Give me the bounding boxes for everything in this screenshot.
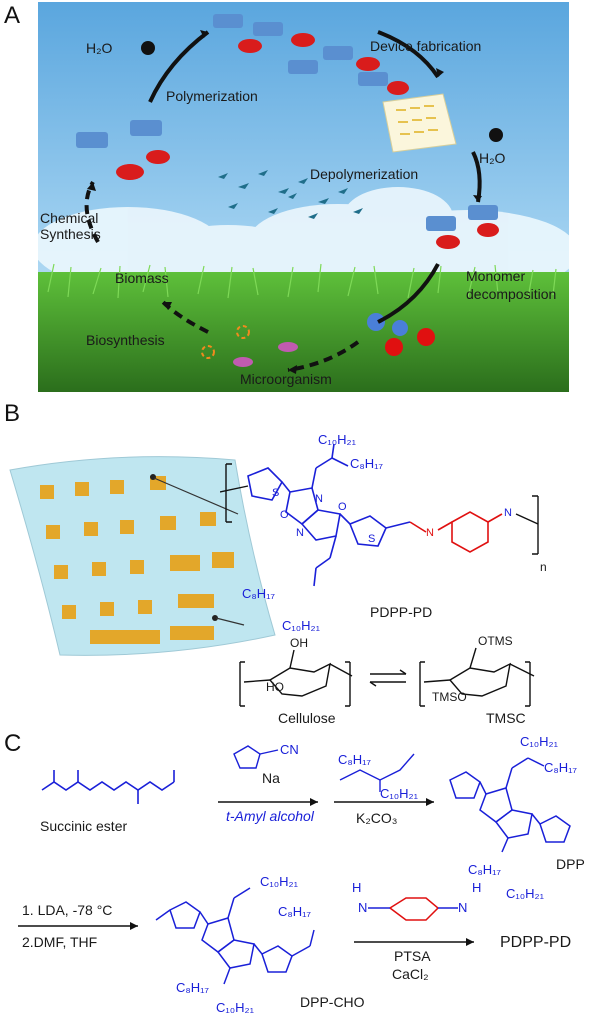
monomers-left — [76, 120, 170, 180]
cellulose-name: Cellulose — [278, 710, 336, 726]
svg-text:S: S — [272, 487, 279, 499]
amine-n-right: N — [458, 900, 468, 915]
dpp-c8h17-bot: C₈H₁₇ — [468, 862, 502, 877]
label-biosynthesis: Biosynthesis — [86, 332, 165, 348]
cellulose-ho: HO — [266, 680, 284, 694]
svg-text:N: N — [315, 493, 323, 505]
label-biomass: Biomass — [115, 270, 169, 286]
reagent-lda: 1. LDA, -78 °C — [22, 902, 113, 918]
tmsc-name: TMSC — [486, 710, 526, 726]
label-h2o-right: H₂O — [479, 150, 506, 166]
reagent-amyl-alcohol: t-Amyl alcohol — [226, 808, 314, 824]
pdpp-repeat-n: n — [540, 560, 547, 574]
panel-a-scene — [33, 2, 578, 392]
reagent-dmf-thf: 2.DMF, THF — [22, 934, 98, 950]
label-synthesis: Synthesis — [40, 226, 101, 242]
tmsc-otms: OTMS — [478, 634, 513, 648]
pointer-lines — [153, 477, 245, 626]
microorganisms — [201, 325, 298, 367]
dpp-label: DPP — [556, 856, 585, 872]
label-chemical: Chemical — [40, 210, 99, 226]
water-icon-left — [141, 41, 155, 55]
water-icon-right — [489, 128, 503, 142]
arrow-heads — [87, 30, 482, 374]
svg-text:N: N — [296, 527, 304, 539]
step2-arrow — [334, 753, 434, 806]
grass — [38, 272, 569, 392]
svg-text:N: N — [426, 527, 434, 539]
cellulose-oh: OH — [290, 636, 308, 650]
pdpp-pd-skeleton: S S N N O O N N — [219, 443, 539, 587]
product-pdpp-pd: PDPP-PD — [500, 934, 572, 951]
label-depolymerization: Depolymerization — [310, 166, 419, 182]
panel-label-b: B — [4, 400, 21, 427]
tmsc-tmso: TMSO — [432, 690, 467, 704]
glucose-rings — [239, 647, 535, 707]
label-device-fabrication: Device fabrication — [370, 38, 482, 54]
dpp-cho-c8h17-bot: C₈H₁₇ — [176, 980, 210, 995]
polymer-chain-top — [213, 14, 409, 95]
dpp-c10h21-top: C₁₀H₂₁ — [520, 734, 558, 749]
step1-arrow — [218, 745, 318, 806]
reagent-k2co3: K₂CO₃ — [356, 810, 398, 826]
device-sheet — [382, 93, 457, 153]
pdpp-c8h17-top: C₈H₁₇ — [350, 456, 384, 471]
dpp-structure — [449, 757, 571, 853]
label-decomposition: decomposition — [466, 286, 557, 302]
reagent-c8h17: C₈H₁₇ — [338, 752, 372, 767]
reagent-c10h21: C₁₀H₂₁ — [380, 786, 418, 801]
reagent-cacl2: CaCl₂ — [392, 966, 429, 982]
decomposition-fragments — [367, 313, 435, 356]
transistor-array — [40, 476, 234, 644]
phenylenediamine-structure — [354, 897, 474, 946]
svg-text:S: S — [368, 533, 375, 545]
pdpp-pd-name: PDPP-PD — [370, 604, 433, 620]
monomers-right — [426, 205, 499, 249]
svg-text:N: N — [504, 507, 512, 519]
step3-arrow — [18, 922, 138, 930]
reagent-ptsa: PTSA — [394, 948, 431, 964]
reagent-na: Na — [262, 770, 280, 786]
grass-blades — [47, 263, 557, 299]
pdpp-pd-structure: S S N N O O N N — [219, 440, 580, 610]
amine-n-left: N — [358, 900, 368, 915]
dpp-cho-c10h21-bot: C₁₀H₂₁ — [216, 1000, 254, 1015]
succinic-ester-label: Succinic ester — [40, 818, 128, 834]
flexible-substrate — [9, 456, 276, 656]
pdpp-c10h21-top: C₁₀H₂₁ — [318, 432, 356, 447]
amine-h-right: H — [472, 880, 482, 895]
panel-a-illustration — [33, 2, 578, 392]
device-sheet-illustration — [0, 440, 290, 670]
svg-text:O: O — [338, 501, 347, 513]
succinic-ester-structure — [41, 770, 175, 804]
cellulose-tmsc-structures — [230, 640, 590, 720]
label-microorganism: Microorganism — [240, 371, 332, 387]
label-polymerization: Polymerization — [166, 88, 258, 104]
panel-label-a: A — [4, 2, 21, 29]
reagent-cn: CN — [280, 742, 299, 757]
panel-label-c: C — [4, 730, 22, 757]
label-h2o-left: H₂O — [86, 40, 113, 56]
pdpp-c10h21-bot: C₁₀H₂₁ — [282, 618, 320, 633]
amine-h-left: H — [352, 880, 362, 895]
dpp-c10h21-bot: C₁₀H₂₁ — [506, 886, 544, 901]
birds — [218, 170, 363, 219]
dpp-cho-c8h17-top: C₈H₁₇ — [278, 904, 312, 919]
svg-text:O: O — [280, 509, 289, 521]
dpp-cho-label: DPP-CHO — [300, 994, 365, 1010]
dpp-cho-c10h21-top: C₁₀H₂₁ — [260, 874, 298, 889]
clouds — [33, 187, 578, 294]
pdpp-c8h17-bot: C₈H₁₇ — [242, 586, 276, 601]
dpp-cho-structure — [155, 887, 315, 985]
dpp-c8h17-top: C₈H₁₇ — [544, 760, 578, 775]
label-monomer: Monomer — [466, 268, 526, 284]
